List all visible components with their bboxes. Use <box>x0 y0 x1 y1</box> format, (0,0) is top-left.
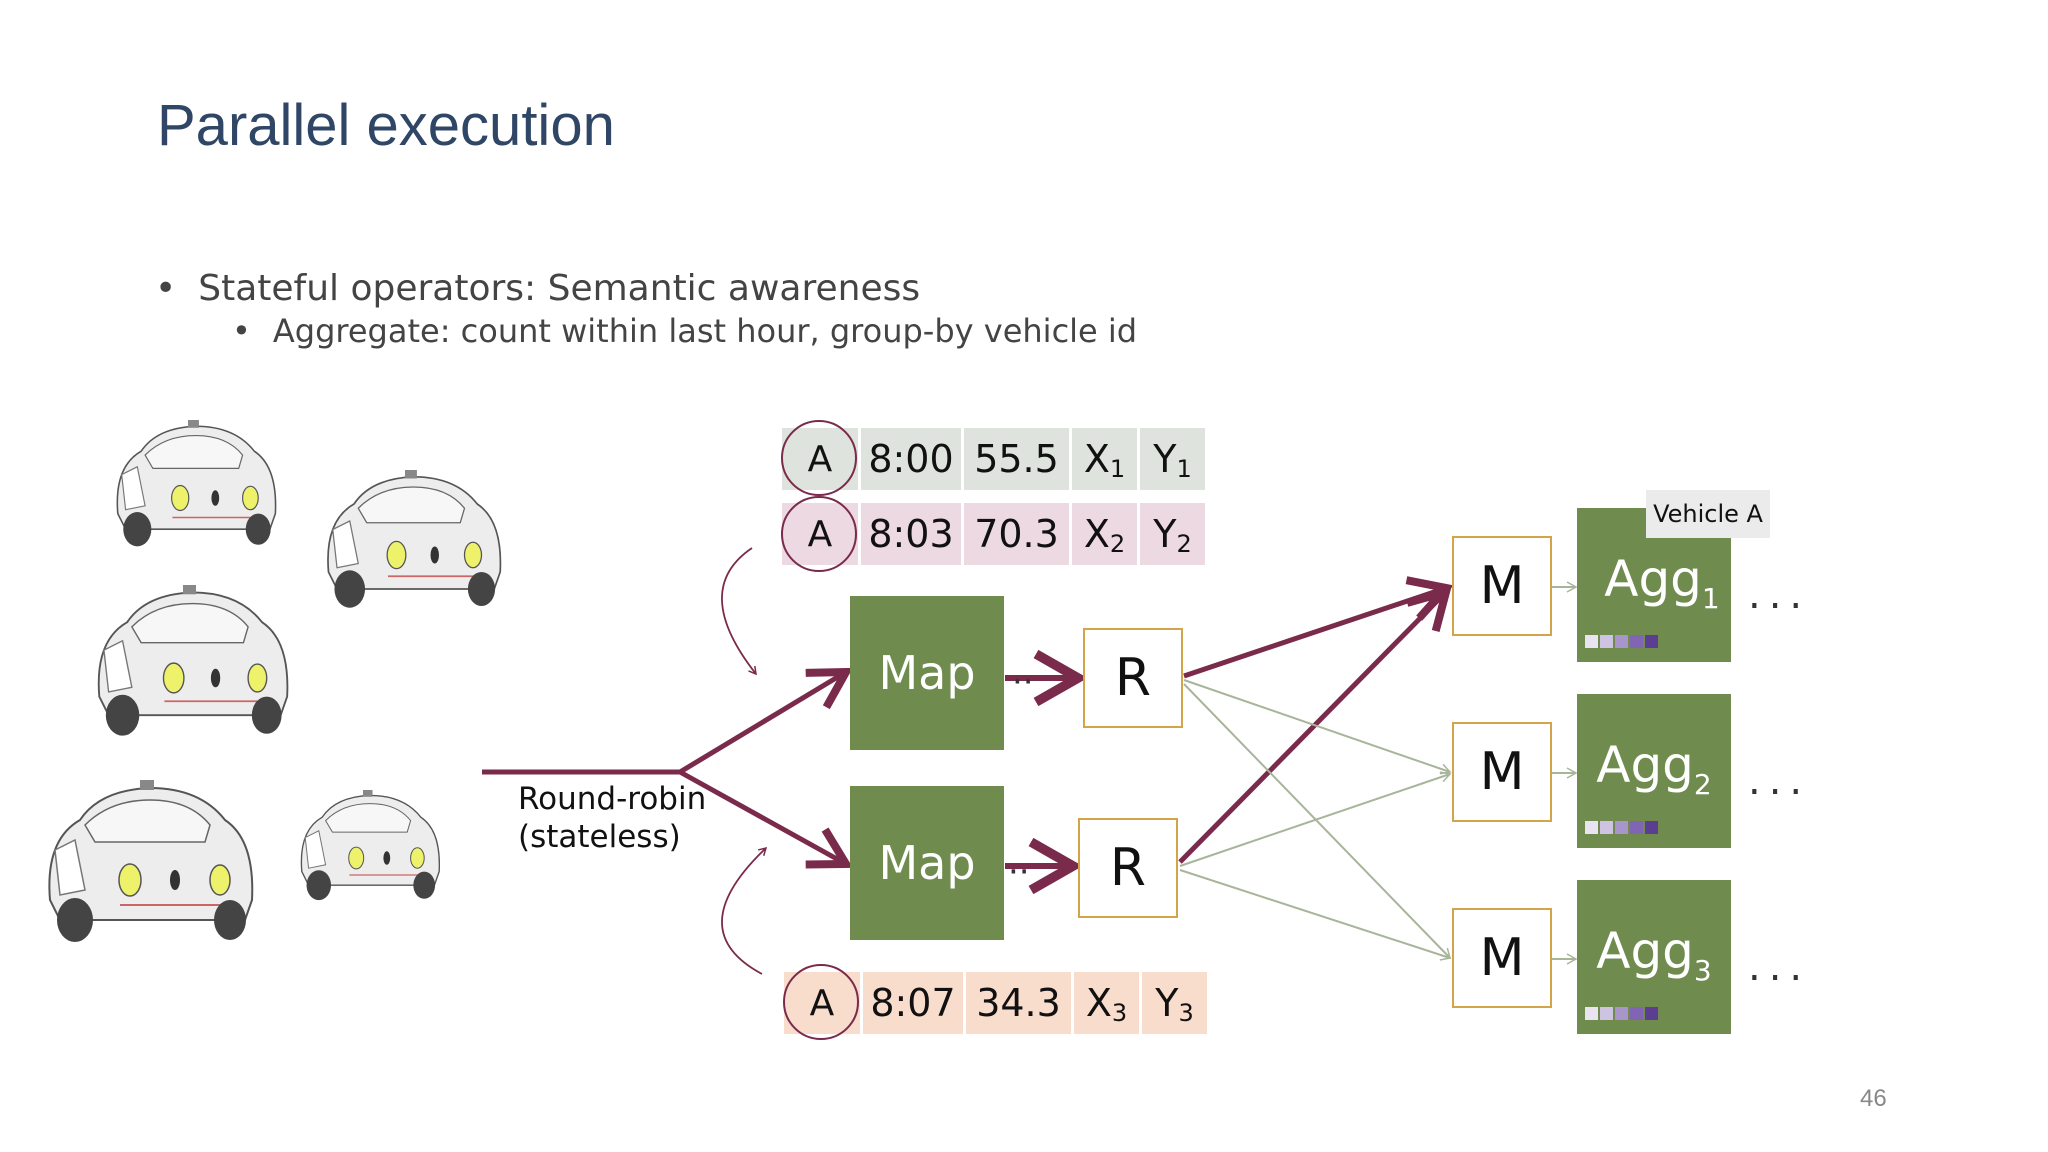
agg-label: Agg1 <box>1604 550 1720 615</box>
round-robin-arrow-bottom <box>678 769 854 869</box>
vehicle-a-tag: Vehicle A <box>1646 490 1770 538</box>
slide-title: Parallel execution <box>157 93 615 158</box>
merge-box-3: M <box>1452 908 1552 1008</box>
agg-label: Agg2 <box>1596 736 1712 801</box>
map-operator-bottom: Map <box>850 786 1004 940</box>
round-robin-arrow-top <box>678 667 853 775</box>
map-bottom-ellipsis: ·· <box>1008 852 1030 892</box>
record-value-cell: 55.5 <box>964 428 1069 490</box>
bullet-dot: • <box>232 312 251 350</box>
r2-to-m1-arrow <box>1178 586 1452 864</box>
round-robin-line2: (stateless) <box>518 819 681 855</box>
bullet-text: Stateful operators: Semantic awareness <box>198 268 921 309</box>
page-number: 46 <box>1860 1085 1887 1112</box>
agg-label: Agg3 <box>1596 922 1712 987</box>
round-robin-line1: Round-robin <box>518 781 707 817</box>
record-1-key-circle <box>781 420 857 496</box>
bullet-stateful-operators: • Stateful operators: Semantic awareness <box>155 268 920 309</box>
bullet-aggregate: • Aggregate: count within last hour, grou… <box>232 312 1137 350</box>
agg-3-ellipsis: ... <box>1748 944 1811 990</box>
record-3-key-circle <box>783 964 859 1040</box>
record-time-cell: 8:03 <box>861 503 961 565</box>
bullet-dot: • <box>155 268 177 309</box>
bullet-text: Aggregate: count within last hour, group… <box>272 312 1138 350</box>
record-time-cell: 8:00 <box>861 428 961 490</box>
state-histogram <box>1585 635 1660 648</box>
map-operator-top: Map <box>850 596 1004 750</box>
record-value-cell: 70.3 <box>964 503 1069 565</box>
agg-1-ellipsis: ... <box>1748 572 1811 618</box>
merge-box-1: M <box>1452 536 1552 636</box>
record-to-map-bottom-curve <box>721 846 768 975</box>
map-top-ellipsis: ·· <box>1012 662 1034 702</box>
r1-to-m2-arrow <box>1183 679 1452 775</box>
aggregate-operator-3: Agg3 <box>1577 880 1731 1034</box>
router-box-top: R <box>1083 628 1183 728</box>
state-histogram <box>1585 821 1660 834</box>
agg-2-ellipsis: ... <box>1748 758 1811 804</box>
aggregate-operator-2: Agg2 <box>1577 694 1731 848</box>
record-to-map-top-curve <box>721 547 757 676</box>
router-box-bottom: R <box>1078 818 1178 918</box>
merge-box-2: M <box>1452 722 1552 822</box>
round-robin-label: Round-robin (stateless) <box>518 780 706 856</box>
record-2-key-circle <box>781 496 857 572</box>
record-time-cell: 8:07 <box>863 972 963 1034</box>
r1-to-m1-arrow <box>1183 576 1454 679</box>
record-value-cell: 34.3 <box>966 972 1071 1034</box>
r1-to-m3-arrow <box>1183 683 1452 960</box>
r2-to-m3-arrow <box>1179 869 1452 961</box>
r2-to-m2-arrow <box>1179 771 1452 867</box>
state-histogram <box>1585 1007 1660 1020</box>
